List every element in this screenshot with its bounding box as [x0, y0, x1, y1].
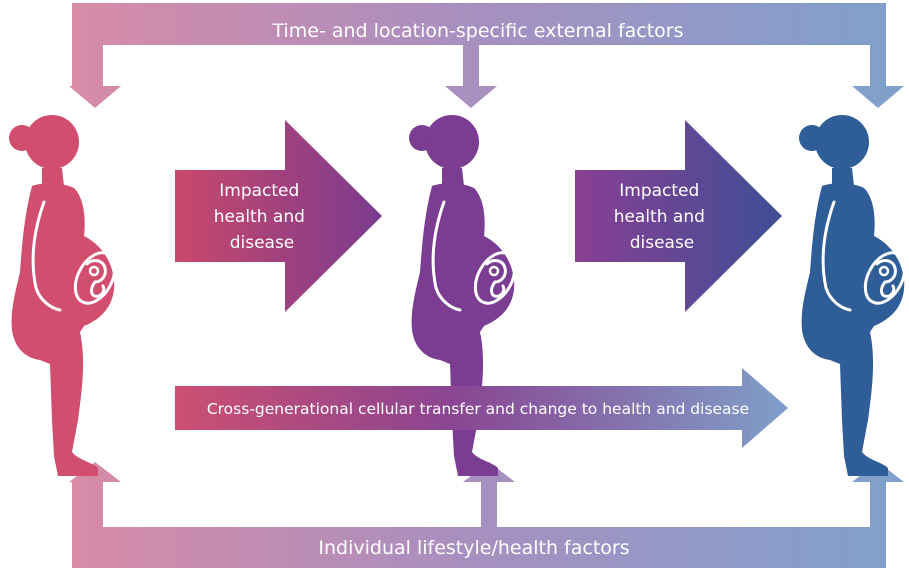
cross-generational-label: Cross-generational cellular transfer and…: [207, 400, 749, 418]
top-band: [69, 3, 904, 108]
svg-text:Impacted health and: Impacted health and disease: [614, 181, 711, 253]
impact-arrow-1-line-2: health and: [214, 207, 305, 227]
impact-arrow-2-line-3: disease: [630, 233, 695, 253]
bottom-band: [69, 462, 904, 568]
pregnant-woman-figure-3: [799, 115, 909, 476]
pregnant-woman-figure-1: [9, 115, 125, 476]
impact-arrow-2-line-1: Impacted: [619, 181, 699, 201]
cross-generational-arrow: [175, 368, 788, 448]
impact-arrow-2-line-2: health and: [614, 207, 705, 227]
top-band-label: Time- and location-specific external fac…: [271, 20, 683, 42]
svg-text:Impacted health and: Impacted health and disease: [214, 181, 311, 253]
impact-arrow-1-line-1: Impacted: [219, 181, 299, 201]
impact-arrow-1-line-3: disease: [230, 233, 295, 253]
impact-arrow-2: Impacted health and disease: [575, 120, 782, 312]
bottom-band-label: Individual lifestyle/health factors: [318, 537, 629, 559]
impact-arrow-1: Impacted health and disease: [175, 120, 382, 312]
